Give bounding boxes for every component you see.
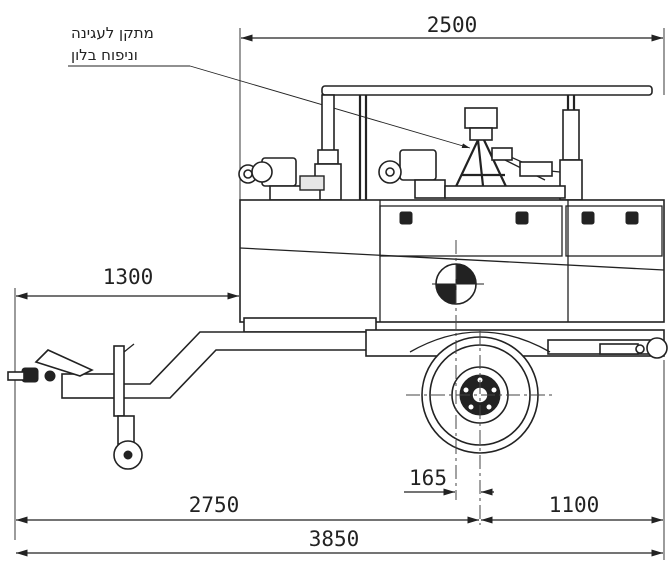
center-lines: [406, 240, 556, 525]
roof-motor-center: [378, 149, 566, 199]
callout-docking-inflation-device: מתקן לעגינה וניפוח בלון: [68, 24, 471, 149]
dimension-to-axle: 2750: [16, 493, 479, 524]
dimension-rear-overhang: 1100: [481, 360, 665, 560]
side-compartments: [379, 205, 663, 257]
docking-inflation-device: [451, 107, 561, 196]
dimension-overall-top: 2500: [239, 13, 665, 200]
roof-motor-left: [238, 157, 325, 201]
callout-line-1: מתקן לעגינה: [71, 24, 154, 42]
dimension-label-front-overhang: 1300: [103, 265, 154, 289]
chassis-drawbar: [119, 329, 668, 399]
dimension-label-axle-offset: 165: [409, 466, 447, 490]
hitch-coupling: [7, 349, 123, 399]
dimension-label-to-axle: 2750: [189, 493, 240, 517]
dimension-label-rear-overhang: 1100: [549, 493, 600, 517]
dimension-axle-offset: 165: [404, 466, 494, 496]
dimension-label-overall-length: 3850: [309, 527, 360, 551]
callout-line-2: וניפוח בלון: [71, 46, 138, 64]
jockey-wheel: [113, 343, 143, 470]
dimension-overall-length: 3850: [16, 527, 663, 557]
dimension-front-overhang: 1300: [14, 265, 239, 540]
roof-rail: [314, 85, 653, 201]
dimension-label-overall-top: 2500: [427, 13, 478, 37]
